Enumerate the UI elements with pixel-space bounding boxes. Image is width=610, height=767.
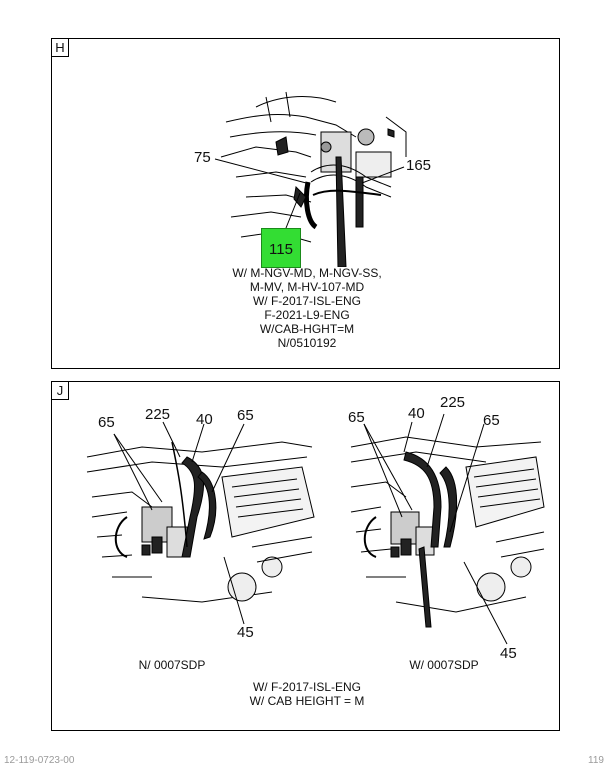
- highlight-callout-115: 115: [261, 228, 301, 268]
- caption-h-line-5: W/CAB-HGHT=M: [259, 322, 355, 336]
- callout-75: 75: [194, 149, 211, 166]
- footer-page-number: 119: [588, 755, 604, 766]
- caption-j-right: W/ 0007SDP: [409, 658, 479, 672]
- callout-j-right-65a: 65: [348, 409, 365, 426]
- callout-j-right-45: 45: [500, 645, 517, 662]
- panel-tag-j: J: [52, 382, 69, 400]
- leader-lines-h: [214, 158, 405, 234]
- leader-lines-j: [113, 413, 508, 645]
- footer-doc-number: 12-119-0723-00: [4, 755, 75, 766]
- callout-j-right-40: 40: [408, 405, 425, 422]
- caption-j-line-2: W/ CAB HEIGHT = M: [249, 694, 365, 708]
- callout-j-left-225: 225: [145, 406, 171, 423]
- caption-j-line-1: W/ F-2017-ISL-ENG: [252, 680, 362, 694]
- caption-h-line-6: N/0510192: [277, 336, 337, 350]
- callout-j-left-40: 40: [196, 411, 213, 428]
- caption-h-line-1: W/ M-NGV-MD, M-NGV-SS,: [232, 266, 382, 280]
- caption-h-line-2: M-MV, M-HV-107-MD: [249, 280, 365, 294]
- callout-165: 165: [406, 157, 432, 174]
- callout-j-left-65a: 65: [98, 414, 115, 431]
- caption-h-line-3: W/ F-2017-ISL-ENG: [252, 294, 362, 308]
- callout-j-left-65b: 65: [237, 407, 254, 424]
- caption-j-left: N/ 0007SDP: [138, 658, 206, 672]
- panel-j: J: [51, 381, 560, 731]
- callout-j-left-45: 45: [237, 624, 254, 641]
- caption-h-line-4: F-2021-L9-ENG: [264, 308, 350, 322]
- callout-j-right-65b: 65: [483, 412, 500, 429]
- engine-illustration-j-left: [82, 427, 317, 627]
- panel-tag-h: H: [52, 39, 69, 57]
- callout-j-right-225: 225: [440, 394, 466, 411]
- panel-h: H: [51, 38, 560, 369]
- caption-j: W/ F-2017-ISL-ENG W/ CAB HEIGHT = M: [207, 680, 407, 708]
- engine-illustration-h: [216, 77, 416, 267]
- caption-h: W/ M-NGV-MD, M-NGV-SS, M-MV, M-HV-107-MD…: [207, 266, 407, 350]
- highlight-label: 115: [269, 241, 293, 258]
- engine-illustration-j-right: [346, 427, 546, 637]
